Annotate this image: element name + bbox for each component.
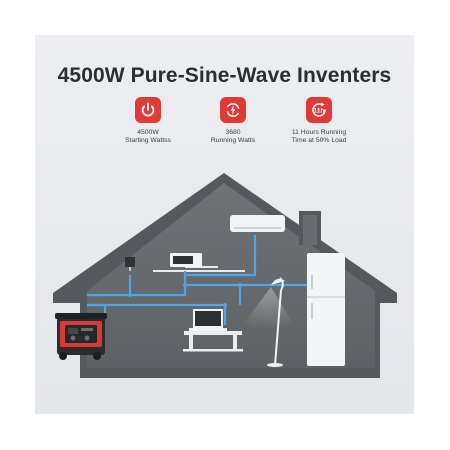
feature-label: Time at 50% Load bbox=[291, 137, 347, 144]
feature-running-time: 11h 11 Hours Running Time at 50% Load bbox=[269, 97, 369, 145]
table-lamp bbox=[125, 257, 135, 271]
refrigerator bbox=[307, 253, 345, 366]
badge-text: 11h bbox=[314, 107, 325, 114]
lightning-refresh-icon bbox=[220, 97, 246, 123]
power-icon bbox=[135, 97, 161, 123]
feature-value: 11 Hours Running bbox=[291, 129, 347, 136]
feature-label: Running Watts bbox=[210, 137, 256, 144]
feature-label: Starting Wattss bbox=[125, 137, 171, 144]
product-banner: 4500W Pure-Sine-Wave Inventers 4500W Sta… bbox=[35, 35, 414, 414]
power-wires bbox=[87, 235, 312, 325]
feature-value: 3680 bbox=[225, 129, 241, 136]
microwave bbox=[170, 253, 202, 267]
house-illustration bbox=[53, 173, 397, 378]
feature-value: 4500W bbox=[137, 129, 159, 136]
air-conditioner bbox=[230, 215, 285, 232]
floor-lamp bbox=[235, 277, 300, 367]
feature-starting-watts: 4500W Starting Wattss bbox=[98, 97, 198, 145]
generator bbox=[55, 313, 107, 360]
laptop-desk bbox=[183, 309, 243, 352]
banner-title: 4500W Pure-Sine-Wave Inventers bbox=[57, 64, 392, 87]
hours-clock-icon: 11h bbox=[306, 97, 332, 123]
feature-running-watts: 3680 Running Watts bbox=[183, 97, 283, 145]
